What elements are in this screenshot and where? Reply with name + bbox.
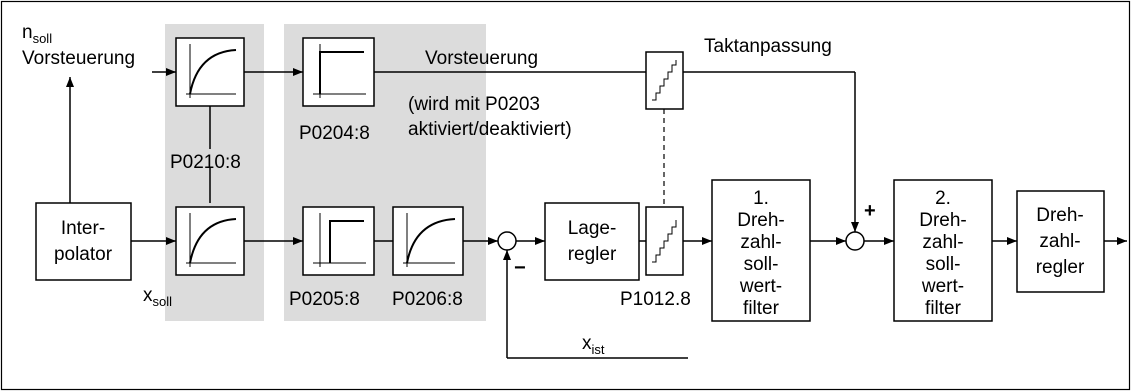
filter1-line-1: 1. [753, 188, 769, 209]
x-soll-label: xsoll [143, 285, 172, 309]
pt1-block-p0206 [392, 206, 464, 276]
lageregler-block [544, 202, 640, 281]
p0210-label: P0210:8 [170, 152, 241, 173]
filter1-line-4: soll- [744, 254, 779, 275]
speed-setpoint-filter-2-block [893, 179, 993, 322]
signal-lines [66, 68, 1127, 359]
filter2-line-3: zahl- [922, 232, 963, 253]
p1012-label: P1012.8 [620, 289, 691, 310]
filter2-line-1: 2. [935, 188, 951, 209]
speed-setpoint-filter-1-block [711, 179, 811, 322]
deadtime-block-p0205 [302, 206, 375, 276]
filter2-line-2: Dreh- [919, 210, 967, 231]
ramp-filter-lower [175, 206, 245, 276]
p0204-label: P0204:8 [299, 123, 370, 144]
x-ist-label: xist [582, 333, 605, 357]
vorsteuerung-left-label: Vorsteuerung [22, 48, 135, 69]
drehzahlregler-line-1: Dreh- [1036, 205, 1084, 226]
interpolator-line-2: polator [54, 244, 113, 265]
interpolator-block [35, 202, 132, 281]
vorsteuerung-top-label: Vorsteuerung [425, 48, 538, 69]
minus-sign-position: − [514, 257, 526, 279]
drehzahlregler-line-2: zahl- [1039, 231, 1080, 252]
note-line-2: aktiviert/deaktiviert) [408, 119, 572, 140]
filter1-line-6: filter [743, 298, 780, 319]
filter2-line-4: soll- [926, 254, 961, 275]
filter2-line-6: filter [925, 298, 962, 319]
filter2-line-5: wert- [921, 276, 964, 297]
taktanpassung-label: Taktanpassung [704, 36, 832, 57]
p0206-label: P0206:8 [392, 289, 463, 310]
sum-point-position [497, 231, 517, 251]
filter1-line-3: zahl- [740, 232, 781, 253]
drehzahlregler-line-3: regler [1036, 257, 1085, 278]
deadtime-block-p0204 [302, 37, 375, 107]
ramp-filter-upper [175, 37, 245, 107]
lageregler-line-2: regler [568, 244, 617, 265]
filter1-line-2: Dreh- [737, 210, 785, 231]
stair-block-upper [645, 51, 684, 110]
p0205-label: P0205:8 [289, 289, 360, 310]
drehzahlregler-block [1016, 190, 1105, 293]
interpolator-line-1: Inter- [61, 218, 105, 239]
sum-point-speed [845, 231, 865, 251]
filter1-line-5: wert- [739, 276, 782, 297]
n-soll-label: nsoll [22, 22, 52, 46]
plus-sign-speed: + [864, 200, 876, 222]
stair-block-lower [645, 206, 684, 276]
note-line-1: (wird mit P0203 [408, 94, 540, 115]
lageregler-line-1: Lage- [568, 218, 617, 239]
